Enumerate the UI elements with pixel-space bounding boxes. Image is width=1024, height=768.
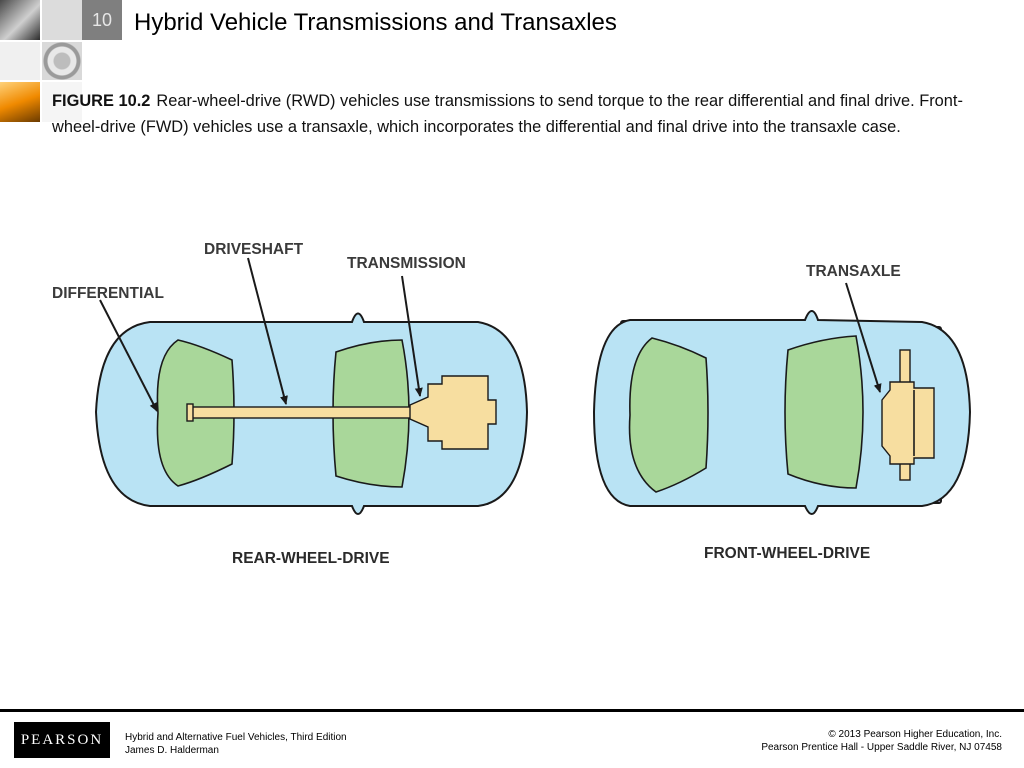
- leader-arrows: [99, 257, 882, 412]
- author-name: James D. Halderman: [125, 745, 219, 756]
- thumbnail-wheel-image: [42, 42, 82, 80]
- transaxle-label: TRANSAXLE: [806, 263, 901, 280]
- chapter-number: 10: [82, 0, 122, 40]
- transmission-label: TRANSMISSION: [347, 255, 466, 272]
- publisher-logo: PEARSON: [14, 722, 110, 758]
- driveshaft-bar: [191, 406, 415, 419]
- thumbnail-image: [42, 0, 82, 40]
- transaxle-case: [881, 381, 935, 465]
- transmission-case: [409, 375, 497, 450]
- page-title: Hybrid Vehicle Transmissions and Transax…: [134, 9, 617, 36]
- footer-book-info: Hybrid and Alternative Fuel Vehicles, Th…: [125, 731, 347, 757]
- rwd-label: REAR-WHEEL-DRIVE: [232, 550, 390, 567]
- footer-divider: [0, 709, 1024, 712]
- differential-label: DIFFERENTIAL: [52, 285, 164, 302]
- thumbnail-image: [0, 42, 40, 80]
- fwd-car: [592, 310, 972, 515]
- transaxle-arrow: [845, 282, 882, 393]
- thumbnail-strip: [0, 0, 82, 122]
- rear-axle-flange: [186, 403, 194, 422]
- differential-arrow: [99, 299, 158, 412]
- figure-labels: DRIVESHAFT TRANSMISSION DIFFERENTIAL TRA…: [52, 241, 901, 567]
- publisher-text: Pearson Prentice Hall - Upper Saddle Riv…: [761, 742, 1002, 753]
- fwd-halfshaft: [899, 349, 911, 387]
- driveshaft-arrow: [247, 257, 288, 405]
- drivetrain-diagram: DRIVESHAFT TRANSMISSION DIFFERENTIAL TRA…: [52, 241, 972, 567]
- transmission-arrow: [401, 275, 423, 397]
- figure-label: FIGURE 10.2: [52, 92, 151, 110]
- rwd-car: [94, 312, 529, 515]
- fwd-front-seat: [784, 335, 864, 489]
- driveshaft-label: DRIVESHAFT: [204, 241, 304, 258]
- copyright-text: © 2013 Pearson Higher Education, Inc.: [828, 729, 1002, 740]
- thumbnail-image: [42, 82, 82, 122]
- thumbnail-car-image: [0, 82, 40, 122]
- book-title: Hybrid and Alternative Fuel Vehicles, Th…: [125, 732, 347, 743]
- fwd-rear-seat: [628, 337, 709, 493]
- fwd-label: FRONT-WHEEL-DRIVE: [704, 545, 870, 562]
- caption-text: Rear-wheel-drive (RWD) vehicles use tran…: [52, 92, 963, 136]
- thumbnail-image: [0, 0, 40, 40]
- footer-copyright: © 2013 Pearson Higher Education, Inc. Pe…: [761, 728, 1002, 754]
